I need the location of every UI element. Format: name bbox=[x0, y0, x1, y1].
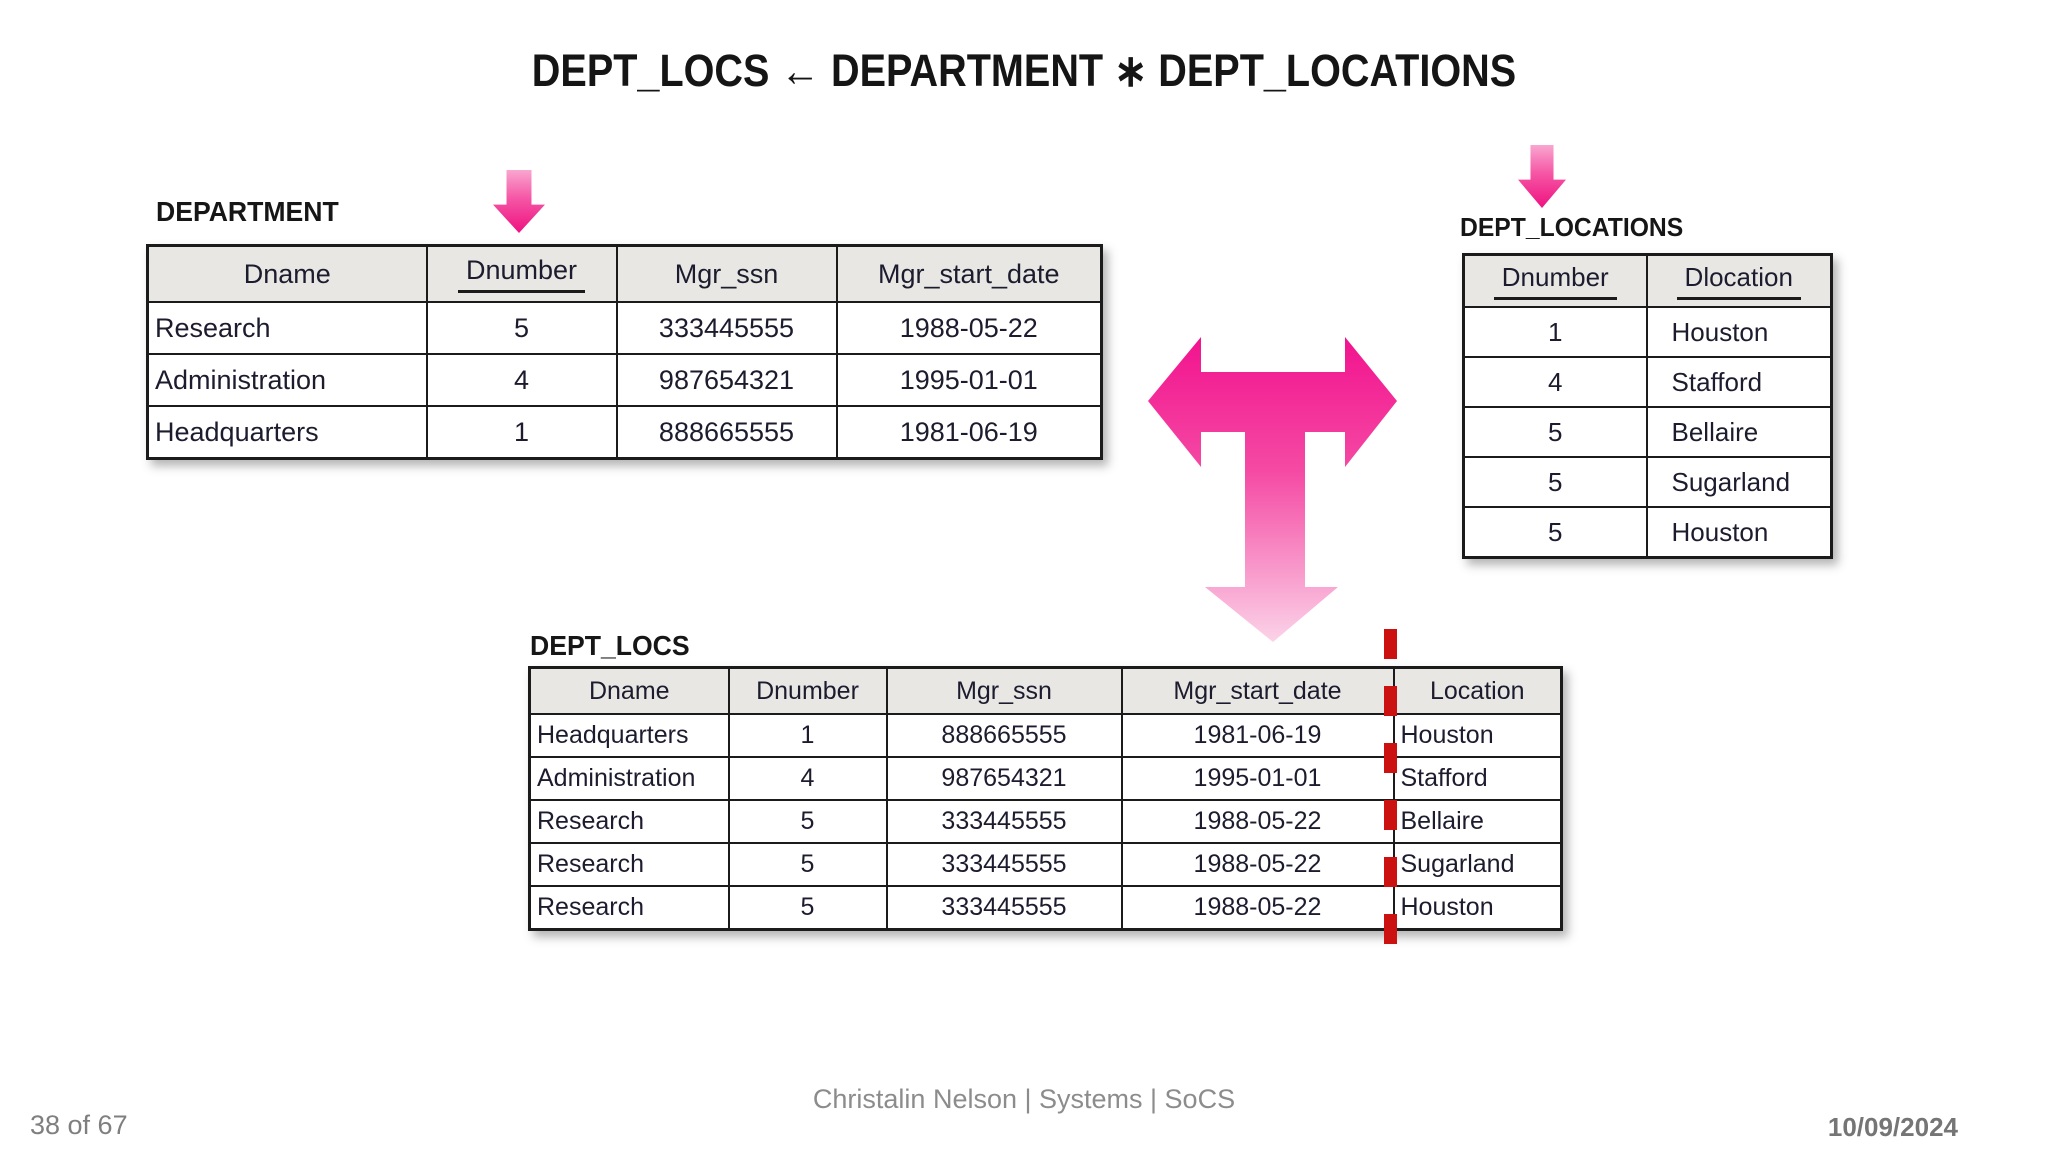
table-cell: 5 bbox=[727, 842, 888, 887]
column-header-dlocation: Dlocation bbox=[1645, 253, 1833, 308]
table-cell: Houston bbox=[1645, 306, 1833, 358]
down-arrow-icon bbox=[493, 170, 545, 233]
table-cell: 1 bbox=[425, 405, 618, 460]
footer-credit: Christalin Nelson | Systems | SoCS bbox=[812, 1084, 1236, 1114]
table-cell: 5 bbox=[1462, 506, 1648, 559]
table-cell: 888665555 bbox=[615, 405, 838, 460]
table-cell: Sugarland bbox=[1392, 842, 1563, 887]
dept-locs-table-label: DEPT_LOCS bbox=[530, 630, 690, 661]
table-cell: 1981-06-19 bbox=[1120, 713, 1395, 758]
table-cell: 1988-05-22 bbox=[1120, 885, 1395, 931]
red-dashed-line-icon bbox=[1384, 629, 1397, 971]
table-cell: 333445555 bbox=[885, 885, 1123, 931]
table-cell: 4 bbox=[727, 756, 888, 801]
table-cell: Houston bbox=[1392, 713, 1563, 758]
table-cell: 4 bbox=[1462, 356, 1648, 408]
table-cell: Research bbox=[528, 842, 730, 887]
table-cell: 1981-06-19 bbox=[835, 405, 1103, 460]
column-header-dnumber: Dnumber bbox=[425, 244, 618, 303]
table-cell: 1988-05-22 bbox=[1120, 842, 1395, 887]
table-cell: Sugarland bbox=[1645, 456, 1833, 508]
table-cell: 1995-01-01 bbox=[1120, 756, 1395, 801]
down-arrow-icon bbox=[1518, 145, 1566, 208]
column-header-location: Location bbox=[1392, 666, 1563, 715]
table-cell: 888665555 bbox=[885, 713, 1123, 758]
table-cell: Bellaire bbox=[1392, 799, 1563, 844]
table-cell: 5 bbox=[727, 885, 888, 931]
table-cell: Research bbox=[528, 885, 730, 931]
table-cell: 1988-05-22 bbox=[835, 301, 1103, 355]
table-cell: Headquarters bbox=[528, 713, 730, 758]
table-cell: 1 bbox=[727, 713, 888, 758]
table-cell: 333445555 bbox=[615, 301, 838, 355]
table-cell: 1988-05-22 bbox=[1120, 799, 1395, 844]
department-table-label: DEPARTMENT bbox=[156, 196, 339, 227]
table-cell: 333445555 bbox=[885, 799, 1123, 844]
table-cell: Stafford bbox=[1645, 356, 1833, 408]
table-cell: Headquarters bbox=[146, 405, 428, 460]
column-header-dname: Dname bbox=[528, 666, 730, 715]
table-cell: Houston bbox=[1645, 506, 1833, 559]
table-cell: 333445555 bbox=[885, 842, 1123, 887]
table-cell: 5 bbox=[727, 799, 888, 844]
table-cell: Stafford bbox=[1392, 756, 1563, 801]
table-cell: 5 bbox=[425, 301, 618, 355]
column-header-mgr_ssn: Mgr_ssn bbox=[885, 666, 1123, 715]
table-cell: 987654321 bbox=[885, 756, 1123, 801]
table-cell: Administration bbox=[528, 756, 730, 801]
table-cell: 5 bbox=[1462, 406, 1648, 458]
dept-locations-table-label: DEPT_LOCATIONS bbox=[1460, 212, 1684, 242]
page-title: DEPT_LOCS ← DEPARTMENT ∗ DEPT_LOCATIONS bbox=[531, 45, 1517, 96]
table-cell: 1995-01-01 bbox=[835, 353, 1103, 407]
table-cell: Research bbox=[528, 799, 730, 844]
column-header-dnumber: Dnumber bbox=[727, 666, 888, 715]
column-header-mgr_start_date: Mgr_start_date bbox=[835, 244, 1103, 303]
table-cell: Houston bbox=[1392, 885, 1563, 931]
t-join-arrow-icon bbox=[1148, 337, 1397, 642]
column-header-dnumber: Dnumber bbox=[1462, 253, 1648, 308]
table-cell: 1 bbox=[1462, 306, 1648, 358]
table-cell: 5 bbox=[1462, 456, 1648, 508]
table-cell: Administration bbox=[146, 353, 428, 407]
table-cell: Research bbox=[146, 301, 428, 355]
column-header-dname: Dname bbox=[146, 244, 428, 303]
footer-date: 10/09/2024 bbox=[1827, 1112, 1958, 1142]
table-cell: 4 bbox=[425, 353, 618, 407]
table-cell: Bellaire bbox=[1645, 406, 1833, 458]
column-header-mgr_start_date: Mgr_start_date bbox=[1120, 666, 1395, 715]
table-cell: 987654321 bbox=[615, 353, 838, 407]
column-header-mgr_ssn: Mgr_ssn bbox=[615, 244, 838, 303]
page-indicator: 38 of 67 bbox=[30, 1110, 128, 1140]
